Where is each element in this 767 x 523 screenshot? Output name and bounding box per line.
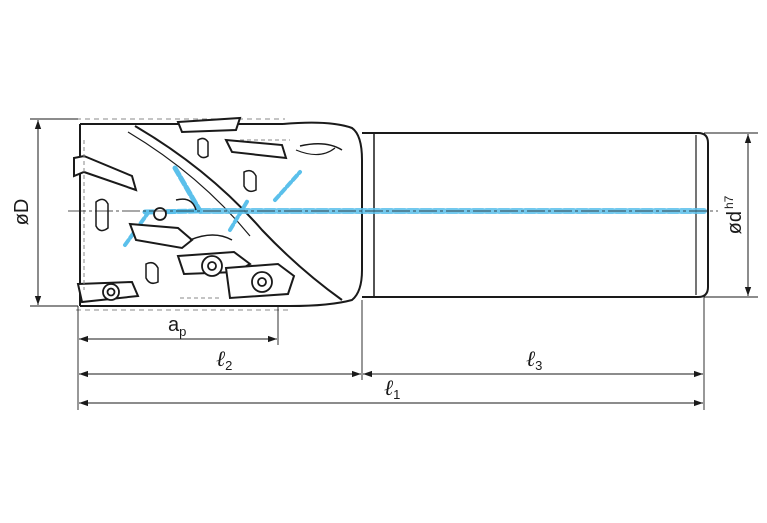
insert-screws	[102, 207, 273, 301]
chip-pockets	[95, 137, 343, 285]
shank	[362, 132, 709, 298]
label-l2: ℓ2	[216, 347, 232, 373]
insert-top	[73, 116, 296, 304]
label-ap: ap	[168, 314, 186, 339]
svg-text:ødh7: ødh7	[722, 195, 746, 234]
label-l3: ℓ3	[526, 347, 542, 373]
hidden-envelope	[76, 118, 290, 311]
label-l1: ℓ1	[384, 376, 400, 402]
extension-lines	[30, 118, 758, 410]
dimension-lines	[34, 120, 752, 407]
cutter-head	[79, 123, 343, 307]
svg-text:øD: øD	[11, 199, 33, 226]
label-diameter-d: ødh7	[722, 195, 746, 234]
cutter-neck	[282, 121, 363, 307]
hidden-lines	[83, 139, 290, 299]
label-diameter-D: øD	[11, 199, 33, 226]
